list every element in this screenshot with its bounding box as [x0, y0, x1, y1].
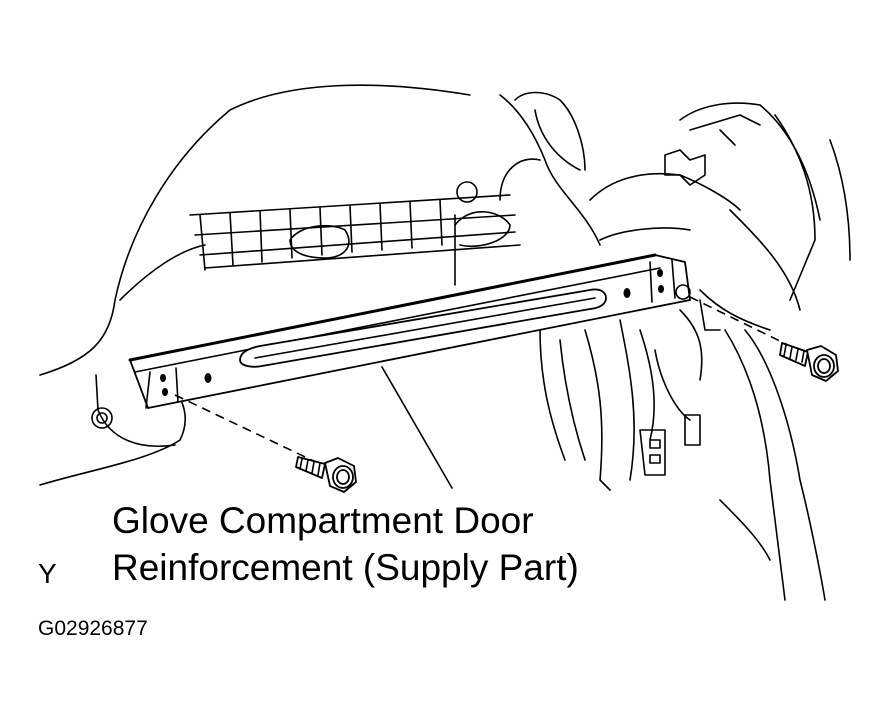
bolt-right: [780, 343, 838, 381]
bolt-left: [296, 457, 356, 492]
dashboard-background: [40, 85, 850, 600]
bolt-path-left: [175, 395, 322, 465]
callout-label-line2: Reinforcement (Supply Part): [112, 547, 579, 588]
callout-label-line1: Glove Compartment Door: [112, 500, 534, 541]
callout-leader-line: [382, 367, 452, 488]
view-letter: Y: [38, 558, 57, 589]
bolt-path-right: [690, 297, 788, 345]
figure-code: G02926877: [38, 617, 148, 640]
reinforcement-bar: [130, 255, 690, 408]
